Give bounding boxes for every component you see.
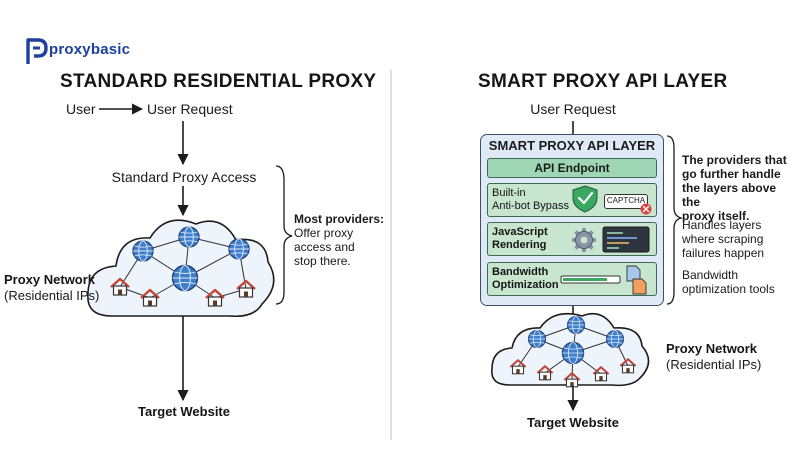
captcha-badge: CAPTCHA bbox=[604, 194, 648, 209]
left-network-sub: (Residential IPs) bbox=[4, 288, 100, 303]
layer-line: Bandwidth bbox=[492, 266, 549, 278]
note-line: proxy itself. bbox=[682, 209, 750, 223]
left-user-request: User Request bbox=[147, 101, 233, 117]
left-note-line: Offer proxy bbox=[294, 226, 354, 240]
layer-line: JavaScript bbox=[492, 226, 548, 238]
layer-line: Anti-bot Bypass bbox=[492, 200, 570, 212]
node-globe-icon bbox=[566, 315, 586, 335]
right-note-mid: Handles layers where scraping failures h… bbox=[682, 218, 797, 260]
note-line: The providers that bbox=[682, 153, 787, 167]
node-globe-icon bbox=[171, 264, 199, 292]
left-note-line: stop there. bbox=[294, 254, 351, 268]
node-globe-icon bbox=[178, 226, 200, 248]
layer-bandwidth-label: Bandwidth Optimization bbox=[492, 266, 559, 292]
left-note: Most providers: Offer proxy access and s… bbox=[294, 212, 384, 268]
left-user-label: User bbox=[66, 101, 96, 117]
api-endpoint: API Endpoint bbox=[487, 158, 657, 178]
brand-name: proxybasic bbox=[49, 41, 131, 58]
note-line: go further handle bbox=[682, 167, 781, 181]
layer-line: Optimization bbox=[492, 279, 559, 291]
layer-line: Rendering bbox=[492, 239, 547, 251]
right-note-bot: Bandwidth optimization tools bbox=[682, 268, 797, 296]
note-line: Bandwidth bbox=[682, 268, 739, 282]
left-network-title: Proxy Network bbox=[4, 272, 96, 287]
left-note-line: access and bbox=[294, 240, 355, 254]
left-target: Target Website bbox=[138, 404, 230, 419]
note-line: where scraping bbox=[682, 232, 764, 246]
bracket-left bbox=[275, 165, 293, 305]
note-line: the layers above the bbox=[682, 181, 777, 209]
node-globe-icon bbox=[561, 341, 585, 365]
right-target: Target Website bbox=[527, 415, 619, 430]
left-proxy-access: Standard Proxy Access bbox=[111, 169, 257, 185]
layer-js-label: JavaScript Rendering bbox=[492, 226, 548, 252]
bracket-right bbox=[666, 135, 684, 305]
left-title: STANDARD RESIDENTIAL PROXY bbox=[60, 71, 377, 92]
layer-line: Built-in bbox=[492, 187, 526, 199]
note-line: failures happen bbox=[682, 246, 765, 260]
right-network-sub: (Residential IPs) bbox=[666, 357, 762, 372]
node-globe-icon bbox=[527, 329, 547, 349]
api-box-title: SMART PROXY API LAYER bbox=[488, 138, 656, 153]
node-globe-icon bbox=[132, 240, 154, 262]
right-note-top: The providers that go further handle the… bbox=[682, 153, 797, 223]
node-globe-icon bbox=[605, 329, 625, 349]
layer-antibot-label: Built-in Anti-bot Bypass bbox=[492, 187, 569, 213]
note-line: optimization tools bbox=[682, 282, 775, 296]
node-globe-icon bbox=[228, 238, 250, 260]
right-title: SMART PROXY API LAYER bbox=[478, 71, 728, 92]
left-note-bold: Most providers: bbox=[294, 212, 385, 226]
right-network-title: Proxy Network bbox=[666, 341, 758, 356]
logo-icon bbox=[26, 38, 48, 64]
note-line: Handles layers bbox=[682, 218, 762, 232]
right-user-request: User Request bbox=[530, 101, 616, 117]
